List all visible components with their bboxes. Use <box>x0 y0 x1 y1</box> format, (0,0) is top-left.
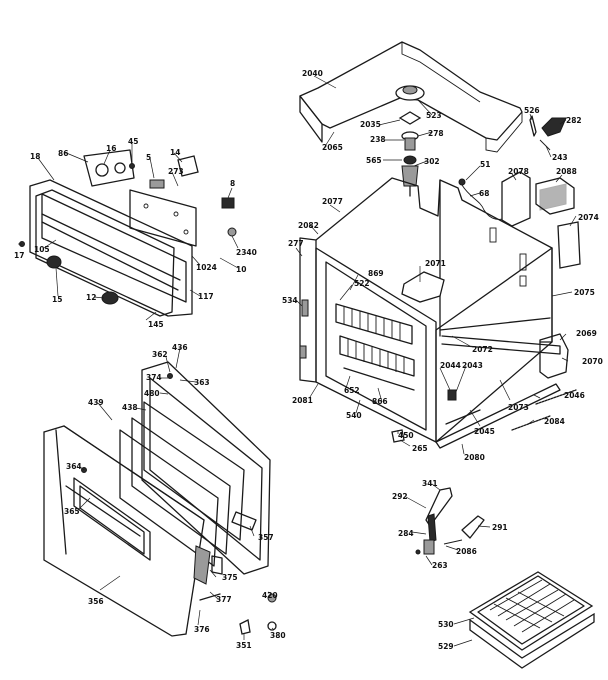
label-2070: 2070 <box>582 357 603 366</box>
oven-vent-duct <box>299 41 523 153</box>
label-380: 380 <box>270 631 286 640</box>
label-263: 263 <box>432 561 448 570</box>
label-439: 439 <box>88 398 104 407</box>
label-2075: 2075 <box>574 288 595 297</box>
label-450: 450 <box>398 431 414 440</box>
label-5: 5 <box>146 153 151 162</box>
label-12: 12 <box>86 293 96 302</box>
label-526: 526 <box>524 106 540 115</box>
part-labels: 2040 2065 523 2035 278 238 565 302 51 68… <box>14 69 603 651</box>
label-356: 356 <box>88 597 104 606</box>
label-68: 68 <box>479 189 489 198</box>
oven-racks <box>335 303 415 391</box>
label-2082: 2082 <box>298 221 319 230</box>
label-145: 145 <box>148 320 164 329</box>
label-45: 45 <box>128 137 138 146</box>
label-2071: 2071 <box>425 259 446 268</box>
label-522: 522 <box>354 279 370 288</box>
oven-door-assembly <box>43 361 277 637</box>
label-357: 357 <box>258 533 274 542</box>
label-652: 652 <box>344 386 360 395</box>
label-284: 284 <box>398 529 414 538</box>
label-2040: 2040 <box>302 69 323 78</box>
label-866: 866 <box>372 397 388 406</box>
label-364: 364 <box>66 462 82 471</box>
label-273: 273 <box>168 167 184 176</box>
label-2073: 2073 <box>508 403 529 412</box>
label-2077: 2077 <box>322 197 343 206</box>
label-362: 362 <box>152 350 168 359</box>
label-2069: 2069 <box>576 329 597 338</box>
label-2046: 2046 <box>564 391 585 400</box>
label-292: 292 <box>392 492 408 501</box>
label-2045: 2045 <box>474 427 495 436</box>
label-351: 351 <box>236 641 252 650</box>
label-278: 278 <box>428 129 444 138</box>
label-363: 363 <box>194 378 210 387</box>
label-1024: 1024 <box>196 263 217 272</box>
label-530: 530 <box>438 620 454 629</box>
label-2080: 2080 <box>464 453 485 462</box>
label-523: 523 <box>426 111 442 120</box>
broil-burner-parts <box>415 487 485 555</box>
label-377: 377 <box>216 595 232 604</box>
label-18: 18 <box>30 152 40 161</box>
label-2044: 2044 <box>440 361 461 370</box>
valve-bracket-parts <box>501 115 581 269</box>
label-2340: 2340 <box>236 248 257 257</box>
label-265: 265 <box>412 444 428 453</box>
leader-lines <box>18 75 577 647</box>
label-436: 436 <box>172 343 188 352</box>
label-117: 117 <box>198 292 214 301</box>
bake-burner-assembly <box>395 85 425 197</box>
label-277: 277 <box>288 239 304 248</box>
label-480: 480 <box>144 389 160 398</box>
label-15: 15 <box>52 295 62 304</box>
label-529: 529 <box>438 642 454 651</box>
label-376: 376 <box>194 625 210 634</box>
cavity-small-parts <box>391 389 577 443</box>
label-341: 341 <box>422 479 438 488</box>
label-2086: 2086 <box>456 547 477 556</box>
label-540: 540 <box>346 411 362 420</box>
label-438: 438 <box>122 403 138 412</box>
label-365: 365 <box>64 507 80 516</box>
label-420: 420 <box>262 591 278 600</box>
label-243: 243 <box>552 153 568 162</box>
label-2043: 2043 <box>462 361 483 370</box>
label-374: 374 <box>146 373 162 382</box>
label-2088: 2088 <box>556 167 577 176</box>
label-2081: 2081 <box>292 396 313 405</box>
label-2035: 2035 <box>360 120 381 129</box>
label-238: 238 <box>370 135 386 144</box>
label-14: 14 <box>170 148 180 157</box>
label-2074: 2074 <box>578 213 599 222</box>
label-534: 534 <box>282 296 298 305</box>
label-869: 869 <box>368 269 384 278</box>
control-panel-assembly <box>19 149 237 317</box>
label-291: 291 <box>492 523 508 532</box>
label-2078: 2078 <box>508 167 529 176</box>
label-2084: 2084 <box>544 417 565 426</box>
label-86: 86 <box>58 149 68 158</box>
label-51: 51 <box>480 160 490 169</box>
label-10: 10 <box>236 265 246 274</box>
broiler-pan <box>468 571 595 669</box>
label-565: 565 <box>366 156 382 165</box>
label-105: 105 <box>34 245 50 254</box>
label-2072: 2072 <box>472 345 493 354</box>
label-282: 282 <box>566 116 582 125</box>
label-302: 302 <box>424 157 440 166</box>
label-17: 17 <box>14 251 24 260</box>
label-16: 16 <box>106 144 116 153</box>
label-375: 375 <box>222 573 238 582</box>
oven-cavity-body <box>299 177 569 449</box>
label-2065: 2065 <box>322 143 343 152</box>
label-8: 8 <box>230 179 235 188</box>
